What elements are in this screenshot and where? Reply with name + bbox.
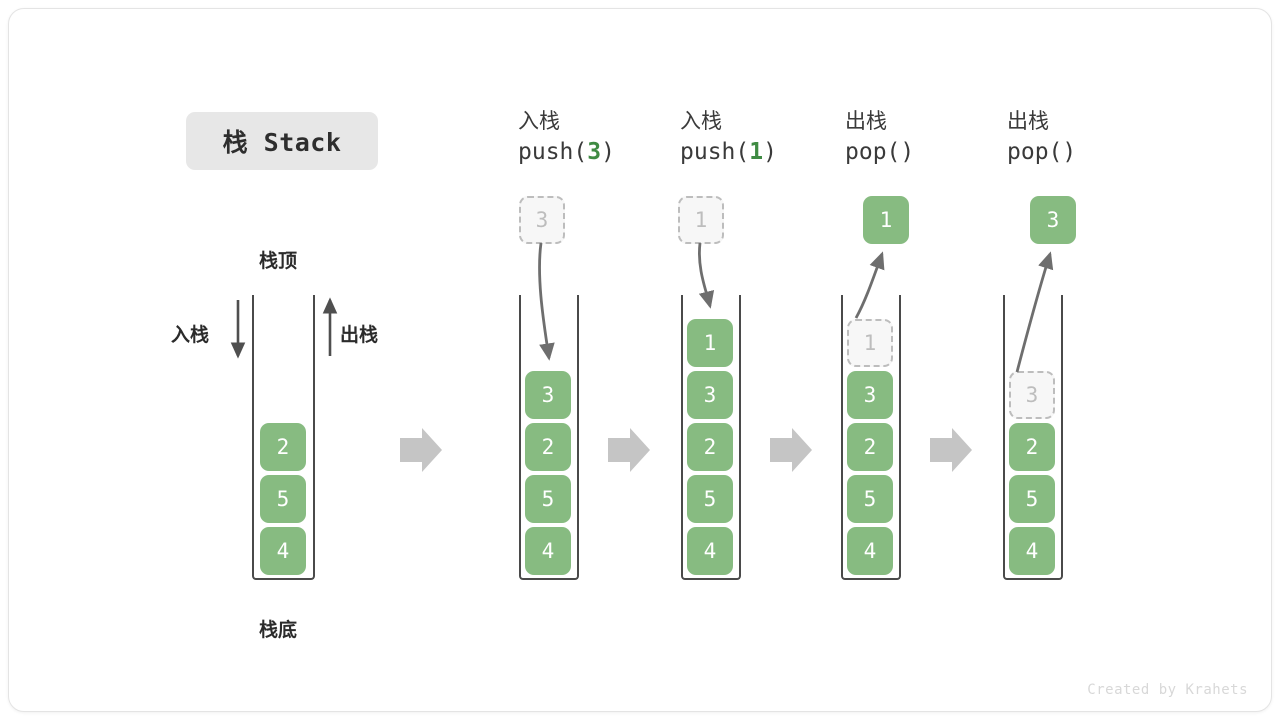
stack-top-label: 栈顶 bbox=[259, 250, 298, 272]
stack-cell: 4 bbox=[1009, 527, 1055, 575]
call-suffix: ) bbox=[900, 139, 915, 165]
stack-cell: 5 bbox=[1009, 475, 1055, 523]
step-op-label: 出栈 bbox=[1007, 109, 1049, 133]
call-arg: 3 bbox=[587, 139, 602, 165]
call-prefix: pop( bbox=[845, 139, 901, 165]
stack-cell-ghost: 3 bbox=[1009, 371, 1055, 419]
stack-cell: 3 bbox=[847, 371, 893, 419]
stack-cell: 5 bbox=[260, 475, 306, 523]
stack-cell: 1 bbox=[687, 319, 733, 367]
stack-cell: 5 bbox=[687, 475, 733, 523]
floating-cell: 1 bbox=[863, 196, 909, 244]
step-stack-container bbox=[1003, 295, 1063, 580]
step-call-label: push(3) bbox=[518, 136, 718, 168]
step-op-label: 入栈 bbox=[518, 109, 560, 133]
floating-cell: 3 bbox=[519, 196, 565, 244]
step-call-label: pop() bbox=[1007, 136, 1207, 168]
step-call-label: push(1) bbox=[680, 136, 880, 168]
stack-cell: 3 bbox=[687, 371, 733, 419]
stack-bottom-label: 栈底 bbox=[259, 619, 298, 641]
stack-cell: 2 bbox=[525, 423, 571, 471]
call-suffix: ) bbox=[1062, 139, 1077, 165]
stack-cell: 2 bbox=[260, 423, 306, 471]
stack-cell: 2 bbox=[847, 423, 893, 471]
call-suffix: ) bbox=[763, 139, 777, 165]
footer-credit: Created by Krahets bbox=[1087, 682, 1248, 698]
call-prefix: pop( bbox=[1007, 139, 1063, 165]
stack-cell: 4 bbox=[525, 527, 571, 575]
step-header: 入栈 push(1) bbox=[680, 106, 880, 168]
stack-cell: 3 bbox=[525, 371, 571, 419]
call-suffix: ) bbox=[601, 139, 615, 165]
step-header: 入栈 push(3) bbox=[518, 106, 718, 168]
stack-cell: 4 bbox=[687, 527, 733, 575]
stack-cell: 4 bbox=[260, 527, 306, 575]
stack-cell: 2 bbox=[687, 423, 733, 471]
step-op-label: 出栈 bbox=[845, 109, 887, 133]
step-header: 出栈 pop() bbox=[1007, 106, 1207, 168]
push-side-label: 入栈 bbox=[171, 324, 210, 346]
stack-cell-ghost: 1 bbox=[847, 319, 893, 367]
step-op-label: 入栈 bbox=[680, 109, 722, 133]
floating-cell: 3 bbox=[1030, 196, 1076, 244]
step-stack-container bbox=[519, 295, 579, 580]
floating-cell: 1 bbox=[678, 196, 724, 244]
pop-side-label: 出栈 bbox=[340, 324, 379, 346]
step-stack-container bbox=[681, 295, 741, 580]
stack-cell: 5 bbox=[525, 475, 571, 523]
call-arg: 1 bbox=[749, 139, 764, 165]
call-prefix: push( bbox=[680, 139, 750, 165]
step-header: 出栈 pop() bbox=[845, 106, 1045, 168]
diagram-title: 栈 Stack bbox=[186, 112, 378, 170]
stack-cell: 2 bbox=[1009, 423, 1055, 471]
stack-cell: 5 bbox=[847, 475, 893, 523]
call-prefix: push( bbox=[518, 139, 588, 165]
reference-stack-container bbox=[252, 295, 315, 580]
stack-cell: 4 bbox=[847, 527, 893, 575]
step-stack-container bbox=[841, 295, 901, 580]
step-call-label: pop() bbox=[845, 136, 1045, 168]
